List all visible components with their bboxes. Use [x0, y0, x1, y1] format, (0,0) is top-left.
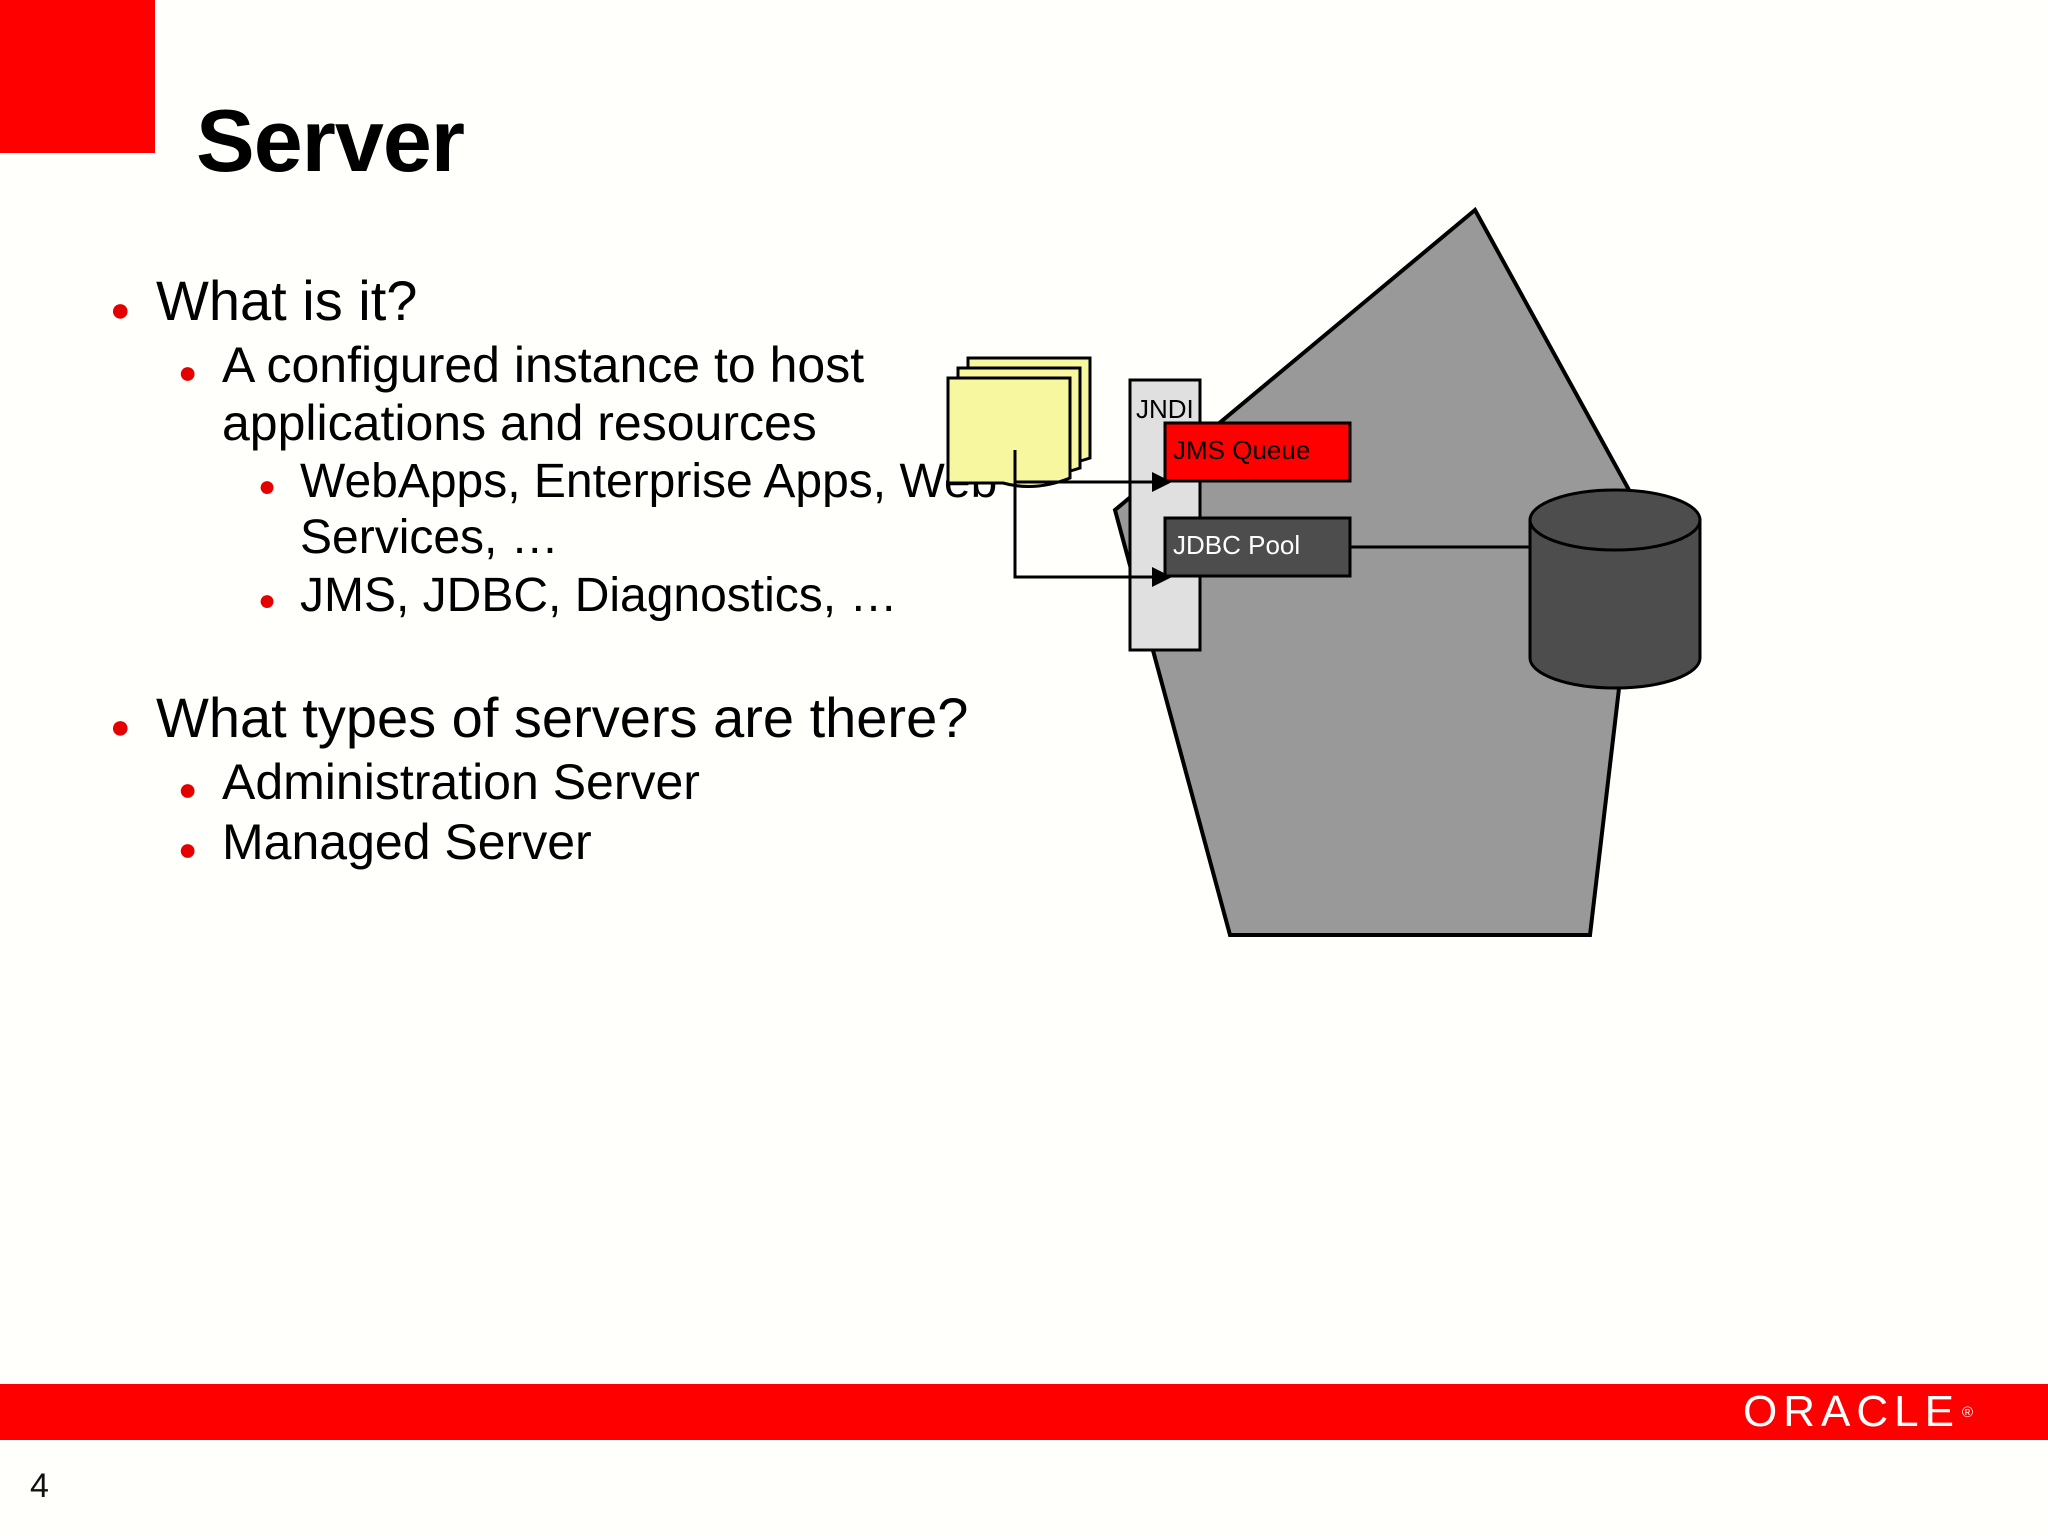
slide-number: 4 [30, 1467, 49, 1505]
bullet-item-level1: ● What is it? [110, 269, 1110, 334]
bullet-label: Administration Server [222, 754, 700, 811]
bullet-item-level2: ● A configured instance to host applicat… [178, 336, 1110, 452]
bullet-dot-icon: ● [110, 708, 131, 747]
bullet-dot-icon: ● [258, 584, 277, 618]
registered-trademark-icon: ® [1961, 1403, 1973, 1421]
bullet-label: WebApps, Enterprise Apps, Web Services, … [300, 454, 998, 565]
bullet-label: Managed Server [222, 814, 592, 871]
bullet-item-level3: ● JMS, JDBC, Diagnostics, … [258, 568, 1110, 624]
bullet-dot-icon: ● [258, 469, 277, 503]
oracle-wordmark: ORACLE [1742, 1387, 1960, 1436]
bullet-list: ● What is it? ● A configured instance to… [110, 265, 1110, 871]
jms-queue-label: JMS Queue [1173, 435, 1310, 465]
arrow-documents-to-jdbc-pool [1013, 482, 1172, 587]
oracle-logo: ORACLE ® [1743, 1387, 1973, 1436]
footer-bar [0, 1384, 2048, 1440]
bullet-dot-icon: ● [178, 771, 198, 808]
application-documents-stack [946, 356, 1092, 488]
bullet-label: JMS, JDBC, Diagnostics, … [300, 569, 898, 623]
bullet-label: What is it? [156, 269, 418, 332]
database-cylinder [1528, 488, 1702, 690]
document-sheet-front [946, 376, 1072, 488]
jdbc-pool-label: JDBC Pool [1173, 530, 1300, 560]
bullet-item-level2: ● Administration Server [178, 753, 1110, 811]
bullet-item-level2: ● Managed Server [178, 813, 1110, 871]
bullet-item-level3: ● WebApps, Enterprise Apps, Web Services… [258, 454, 1110, 566]
bullet-item-level1: ● What types of servers are there? [110, 686, 1110, 751]
bullet-dot-icon: ● [178, 831, 198, 868]
bullet-dot-icon: ● [178, 353, 198, 390]
title-accent-square [0, 0, 155, 153]
page-title: Server [196, 90, 465, 190]
jdbc-pool-box [1163, 516, 1352, 578]
bullet-label: What types of servers are there? [156, 686, 969, 750]
bullet-dot-icon: ● [110, 291, 131, 329]
jms-queue-box [1163, 421, 1352, 483]
jndi-label: JNDI [1136, 394, 1194, 424]
bullet-label: A configured instance to host applicatio… [222, 336, 865, 451]
server-architecture-diagram: JNDI JMS Queue JDBC Pool [840, 170, 2040, 970]
